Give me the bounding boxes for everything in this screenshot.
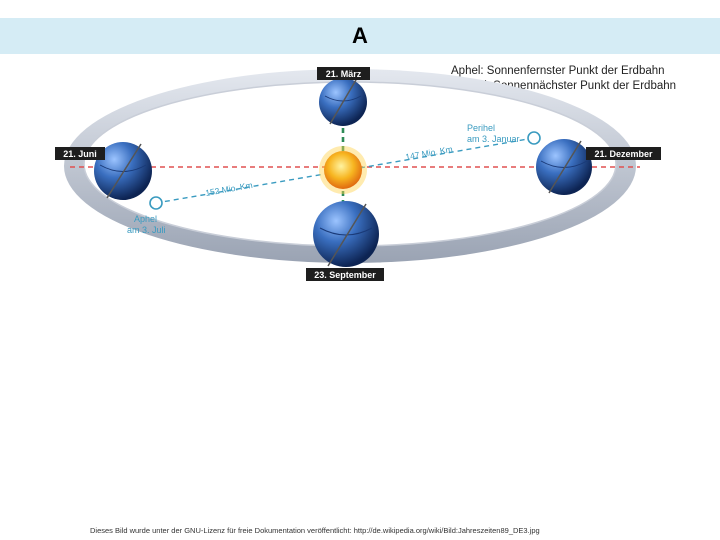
label-december-text: 21. Dezember: [594, 149, 653, 159]
legend-aphel: Aphel: Sonnenfernster Punkt der Erdbahn: [451, 65, 665, 77]
earth-september-icon: [313, 201, 379, 267]
aphel-label-2: am 3. Juli: [127, 225, 166, 235]
perihel-marker: [527, 131, 541, 145]
perihel-label-2: am 3. Januar: [467, 134, 520, 144]
label-september: 23. September: [306, 268, 384, 281]
perihel-label-1: Perihel: [467, 123, 495, 133]
aphel-marker: [149, 196, 163, 210]
label-june-text: 21. Juni: [63, 149, 97, 159]
earth-december-icon: [536, 139, 592, 195]
label-september-text: 23. September: [314, 270, 376, 280]
label-march-text: 21. März: [326, 69, 362, 79]
title-bar: A: [0, 18, 720, 54]
label-december: 21. Dezember: [586, 147, 661, 160]
earth-march-icon: [319, 78, 367, 126]
label-june: 21. Juni: [55, 147, 105, 160]
footer-credit: Dieses Bild wurde unter der GNU-Lizenz f…: [90, 526, 540, 535]
earth-june-icon: [94, 142, 152, 200]
label-march: 21. März: [317, 67, 370, 80]
slide-title: A: [352, 23, 368, 48]
aphel-label-1: Aphel: [134, 214, 157, 224]
sun-icon: [319, 146, 367, 194]
legend: Aphel: Sonnenfernster Punkt der Erdbahn …: [451, 64, 676, 94]
